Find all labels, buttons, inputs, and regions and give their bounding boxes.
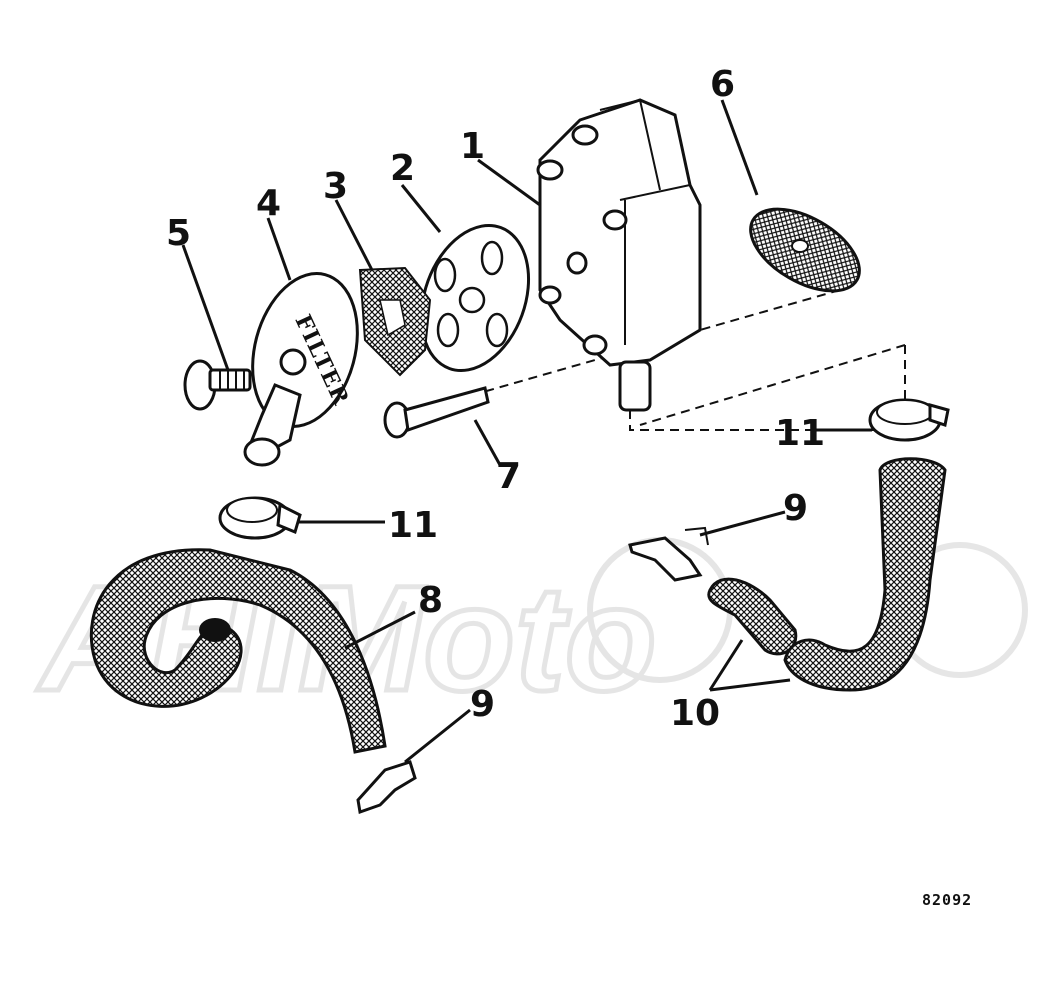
screen xyxy=(358,266,432,377)
long-screw xyxy=(383,386,490,439)
callout-4: 4 xyxy=(256,183,281,224)
pump-body xyxy=(536,98,702,412)
callout-2: 2 xyxy=(390,148,415,189)
callout-11-left: 11 xyxy=(388,505,438,546)
callout-8: 8 xyxy=(418,580,443,621)
clip-right xyxy=(628,526,709,582)
callout-5: 5 xyxy=(166,213,191,254)
hose-left xyxy=(89,548,387,754)
figure-id: 82092 xyxy=(922,891,972,909)
callout-6: 6 xyxy=(710,64,735,105)
pad xyxy=(749,207,861,293)
callout-9-left: 9 xyxy=(470,684,495,725)
hoses-right xyxy=(707,457,947,692)
callout-9-right: 9 xyxy=(783,488,808,529)
callout-10: 10 xyxy=(670,693,720,734)
clip-left xyxy=(356,760,417,815)
callout-1: 1 xyxy=(460,126,485,167)
leader-lines xyxy=(181,99,872,764)
callout-3: 3 xyxy=(323,166,348,207)
callout-11-right: 11 xyxy=(775,413,825,454)
clamp-left xyxy=(218,496,302,540)
clamp-right xyxy=(868,398,950,442)
filter-cover: FILTER xyxy=(243,272,359,467)
callout-7: 7 xyxy=(496,456,521,497)
gasket xyxy=(419,223,531,373)
callouts: 1 2 3 4 5 6 7 8 9 9 10 11 11 xyxy=(166,64,825,734)
cover-screw xyxy=(183,359,252,411)
